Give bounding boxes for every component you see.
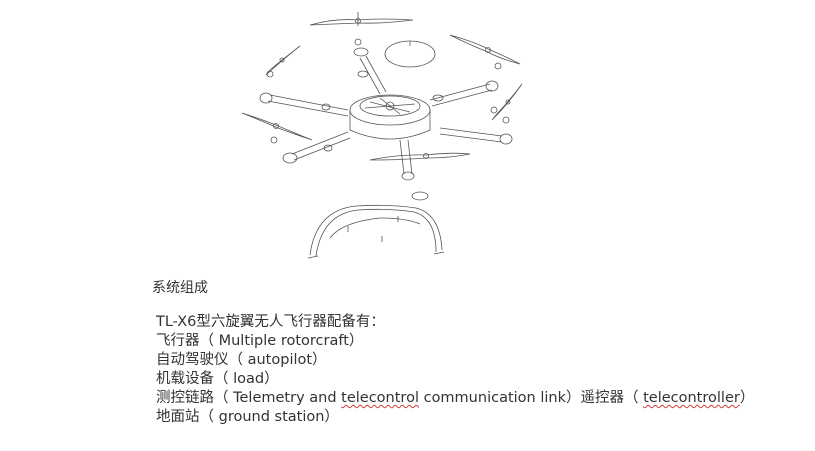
link-text-prefix: 测控链路（ Telemetry and [156,390,342,406]
drone-exploded-diagram [230,0,540,272]
propeller-top-right [450,35,520,64]
list-item-ground-station: 地面站（ ground station） [156,409,339,425]
hub-body [350,95,430,139]
arm [430,81,498,106]
list-item-autopilot: 自动驾驶仪（ autopilot） [156,352,327,368]
arm [260,93,348,116]
list-item-aircraft: 飞行器（ Multiple rotorcraft） [156,333,364,349]
propeller-right [492,84,522,120]
link-text-suffix: ） [739,390,755,406]
propeller-bottom [370,153,470,160]
component-list: TL-X6型六旋翼无人飞行器配备有： 飞行器（ Multiple rotorcr… [156,313,796,427]
propeller-left [266,46,300,75]
spellcheck-word: telecontroller [643,390,740,406]
arm [400,140,428,200]
arm [354,48,386,94]
propeller-bottom-left [242,113,312,140]
link-text-middle: communication link）遥控器（ [418,390,644,406]
spellcheck-word: telecontrol [341,390,419,406]
arm [440,128,512,144]
list-item-link: 测控链路（ Telemetry and telecontrol communic… [156,389,796,408]
section-title: 系统组成 [152,280,208,296]
landing-gear [308,205,444,258]
list-item-payload: 机载设备（ load） [156,371,279,387]
intro-line: TL-X6型六旋翼无人飞行器配备有： [156,314,385,330]
propeller-top [310,12,413,26]
arm [283,132,350,163]
